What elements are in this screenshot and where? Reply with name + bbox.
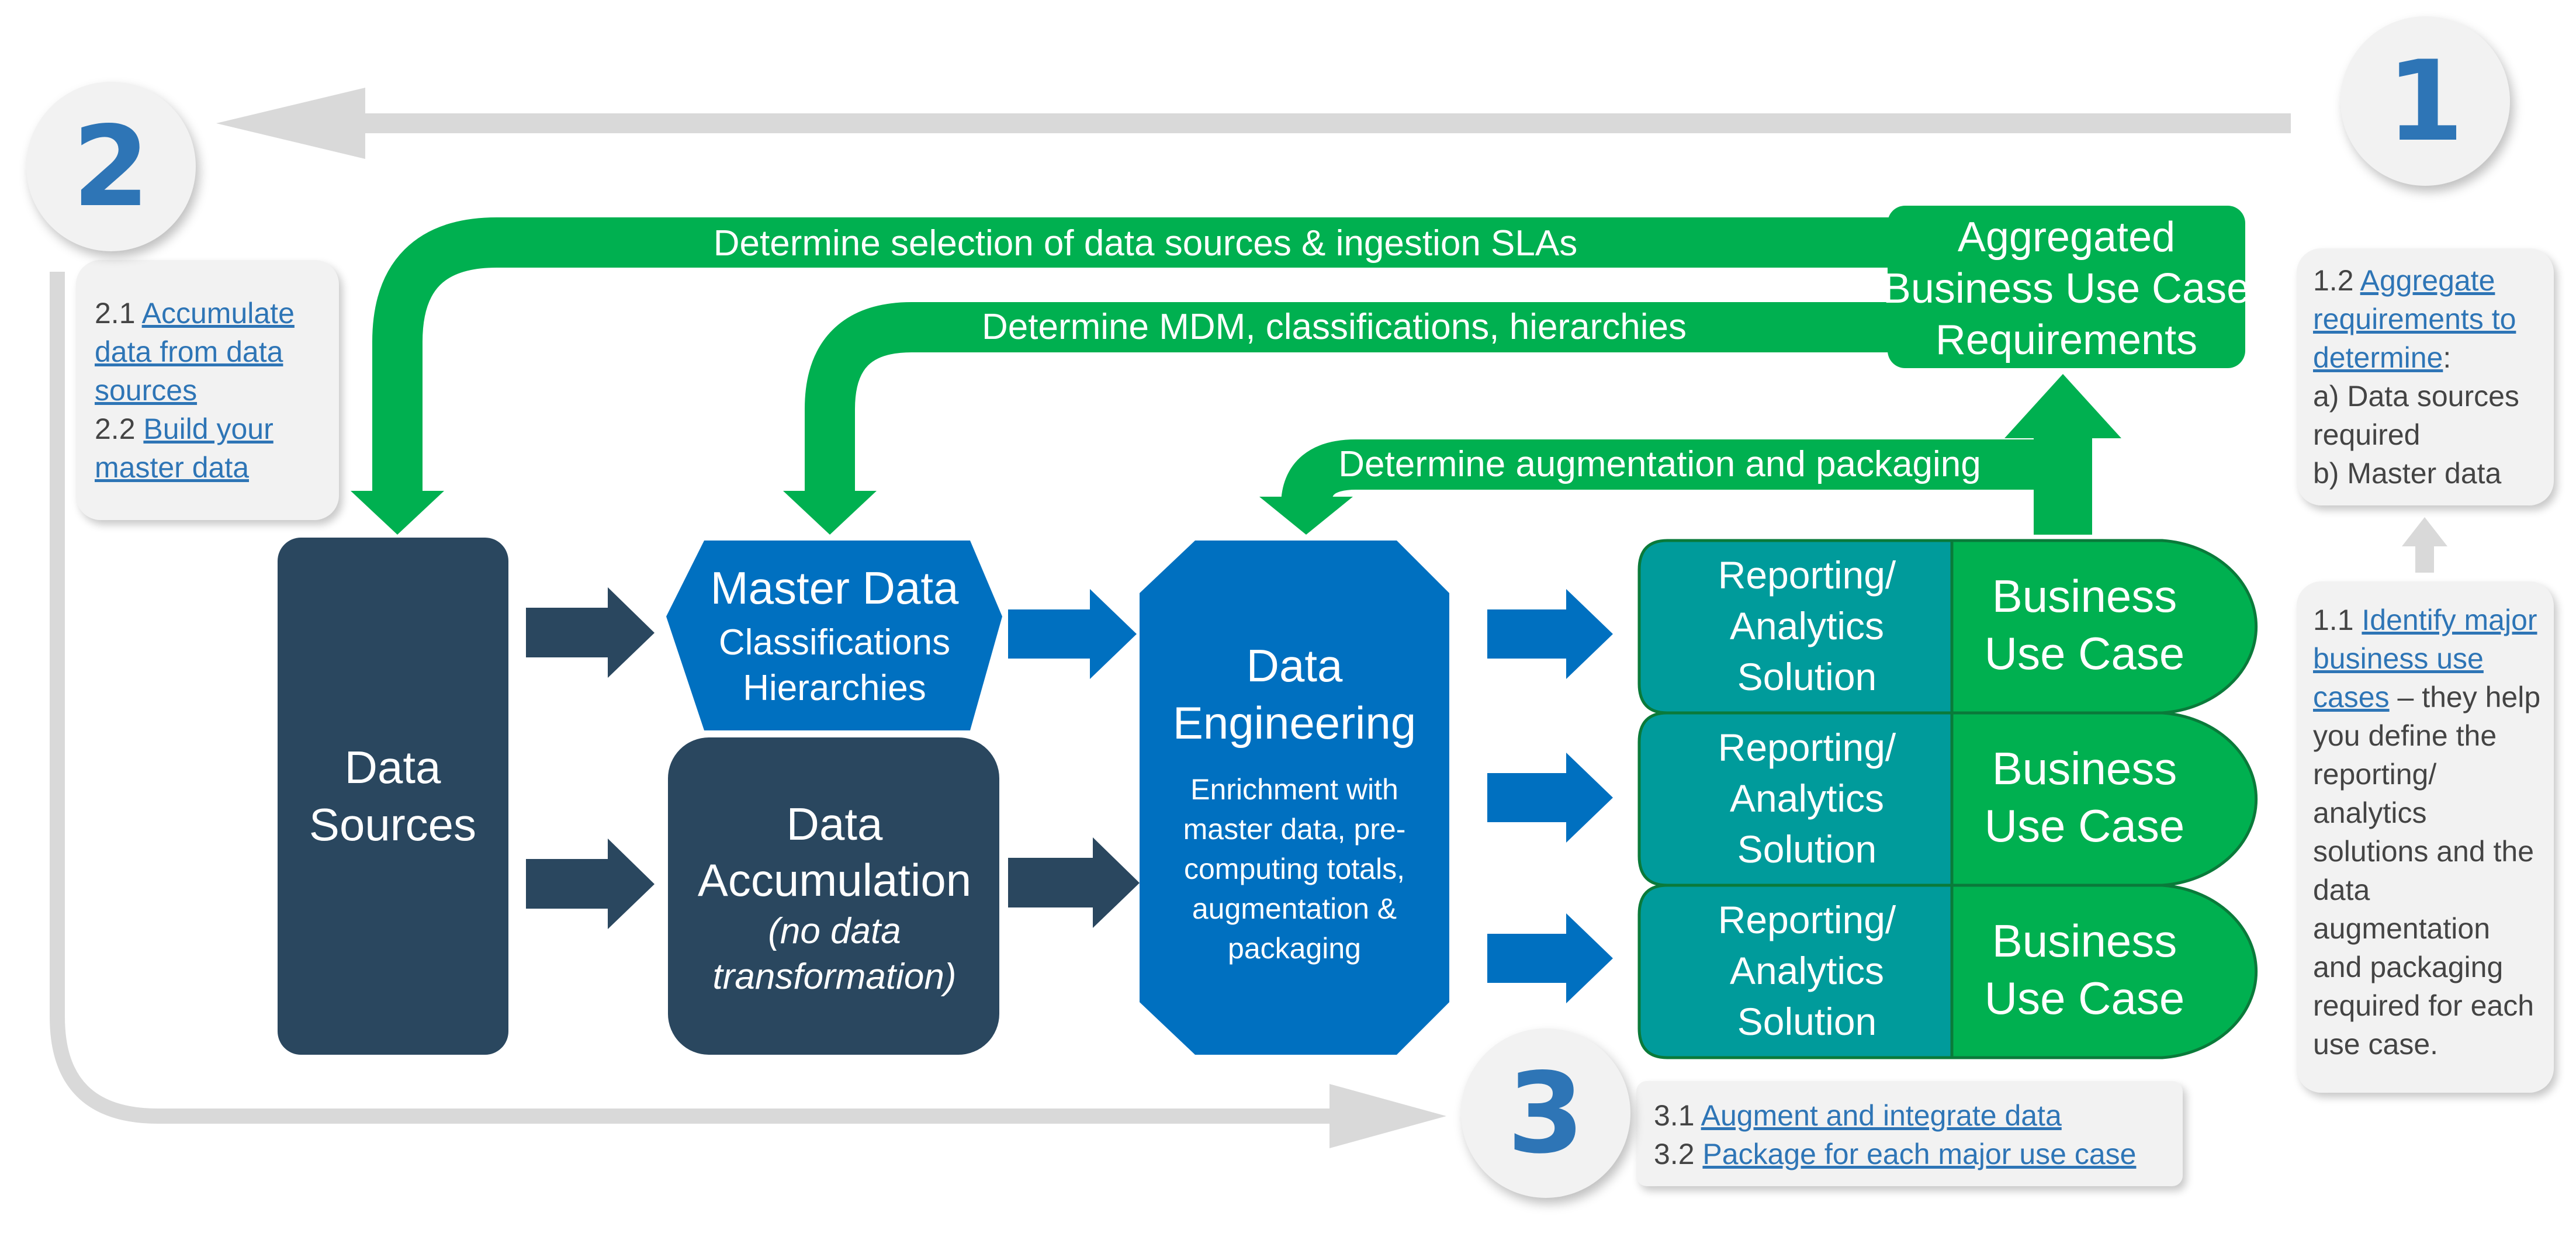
note3-item1-prefix: 3.1 bbox=[1654, 1099, 1701, 1132]
solution-row-2 bbox=[1637, 711, 2258, 887]
solution-2-text: Reporting/ Analytics Solution Business U… bbox=[1718, 726, 2184, 871]
arrow-engineering-to-solution-2 bbox=[1487, 753, 1613, 843]
solution-3-text: Reporting/ Analytics Solution Business U… bbox=[1718, 898, 2184, 1043]
use-case-1-line-2: Use Case bbox=[1985, 628, 2184, 679]
note-step-2: 2.1 Accumulate data from data sources 2.… bbox=[76, 260, 339, 520]
note11-rest: – they help you define the reporting/ an… bbox=[2313, 681, 2541, 1061]
grey-return-arrow-top bbox=[216, 88, 2291, 159]
data-engineering-box bbox=[1140, 541, 1449, 1055]
accumulation-subtitle-1: (no data bbox=[768, 911, 901, 951]
reporting-2-line-1: Reporting/ bbox=[1718, 726, 1896, 769]
engineering-body-2: master data, pre- bbox=[1183, 813, 1406, 846]
accumulation-title-1: Data bbox=[787, 798, 883, 850]
green-arrow-augmentation bbox=[1259, 439, 2069, 535]
note2-item2-prefix: 2.2 bbox=[95, 413, 144, 445]
reporting-2-line-2: Analytics bbox=[1730, 777, 1884, 820]
arrow-master-to-engineering bbox=[1008, 589, 1137, 679]
arrow-accumulation-to-engineering bbox=[1008, 837, 1140, 928]
note2-item1-prefix: 2.1 bbox=[95, 297, 142, 330]
step-2-number: 2 bbox=[72, 102, 150, 231]
label-mdm-arrow: Determine MDM, classifications, hierarch… bbox=[982, 307, 1687, 347]
data-sources-line-2: Sources bbox=[309, 799, 476, 850]
step-1-number: 1 bbox=[2386, 36, 2464, 166]
engineering-body-3: computing totals, bbox=[1184, 853, 1405, 885]
green-arrow-sources bbox=[351, 217, 1893, 535]
engineering-title-1: Data bbox=[1247, 640, 1343, 691]
note11-prefix: 1.1 bbox=[2313, 604, 2362, 636]
use-case-1-line-1: Business bbox=[1992, 570, 2177, 622]
note-step-1-1: 1.1 Identify major business use cases – … bbox=[2297, 581, 2554, 1093]
step-3-badge: 3 bbox=[1461, 1028, 1630, 1198]
link-package-use-case[interactable]: Package for each major use case bbox=[1702, 1138, 2137, 1170]
link-accumulate-data[interactable]: Accumulate data from data sources bbox=[95, 297, 295, 407]
accumulation-title-2: Accumulation bbox=[698, 854, 971, 906]
step-2-badge: 2 bbox=[26, 82, 196, 251]
use-case-2-line-2: Use Case bbox=[1985, 800, 2184, 851]
reporting-3-line-2: Analytics bbox=[1730, 949, 1884, 992]
link-aggregate-requirements[interactable]: Aggregate requirements to determine bbox=[2313, 264, 2516, 374]
engineering-body-1: Enrichment with bbox=[1190, 773, 1398, 806]
link-build-master-data[interactable]: Build your master data bbox=[95, 413, 273, 484]
note12-suffix: : bbox=[2443, 341, 2452, 374]
note12-item-b: b) Master data bbox=[2313, 457, 2502, 490]
accumulation-text: Data Accumulation (no data transformatio… bbox=[698, 798, 971, 997]
data-sources-box bbox=[278, 538, 508, 1055]
link-augment-integrate[interactable]: Augment and integrate data bbox=[1701, 1099, 2062, 1132]
arrow-engineering-to-solution-3 bbox=[1487, 913, 1613, 1003]
reporting-3-line-3: Solution bbox=[1737, 1000, 1877, 1043]
step-3-number: 3 bbox=[1507, 1048, 1585, 1178]
aggregated-line-2: Business Use Case bbox=[1883, 265, 2250, 312]
reporting-1-line-2: Analytics bbox=[1730, 604, 1884, 647]
use-case-3-line-1: Business bbox=[1992, 915, 2177, 967]
label-sources-arrow: Determine selection of data sources & in… bbox=[714, 223, 1577, 264]
reporting-3-line-1: Reporting/ bbox=[1718, 898, 1896, 941]
use-case-3-line-2: Use Case bbox=[1985, 972, 2184, 1024]
accumulation-subtitle-2: transformation) bbox=[713, 957, 957, 997]
engineering-text: Data Engineering Enrichment with master … bbox=[1173, 640, 1416, 965]
green-arrow-up bbox=[2004, 374, 2121, 535]
arrow-sources-to-master bbox=[526, 587, 655, 678]
engineering-title-2: Engineering bbox=[1173, 697, 1416, 749]
data-accumulation-box bbox=[668, 737, 999, 1055]
master-data-box bbox=[666, 541, 1002, 730]
arrow-engineering-to-solution-1 bbox=[1487, 589, 1613, 679]
green-arrow-mdm bbox=[783, 302, 1893, 535]
aggregated-requirements-box bbox=[1888, 206, 2245, 368]
grey-return-arrow-bottom bbox=[50, 272, 1446, 1148]
note-step-1-2: 1.2 Aggregate requirements to determine:… bbox=[2297, 248, 2554, 505]
master-data-text: Master Data Classifications Hierarchies bbox=[711, 562, 959, 708]
note-step-3: 3.1 Augment and integrate data 3.2 Packa… bbox=[1636, 1081, 2183, 1186]
engineering-body-4: augmentation & bbox=[1192, 892, 1397, 925]
engineering-body-5: packaging bbox=[1228, 932, 1361, 965]
arrow-sources-to-accumulation bbox=[526, 839, 655, 929]
solution-row-1 bbox=[1637, 539, 2258, 715]
use-case-2-line-1: Business bbox=[1992, 743, 2177, 794]
reporting-2-line-3: Solution bbox=[1737, 827, 1877, 871]
note12-prefix: 1.2 bbox=[2313, 264, 2360, 297]
grey-up-arrow-head bbox=[2402, 517, 2447, 546]
note3-item2-prefix: 3.2 bbox=[1654, 1138, 1703, 1170]
step-1-badge: 1 bbox=[2340, 16, 2510, 186]
reporting-1-line-3: Solution bbox=[1737, 655, 1877, 698]
data-sources-text: Data Sources bbox=[309, 742, 476, 850]
label-augmentation-arrow: Determine augmentation and packaging bbox=[1338, 444, 1981, 484]
data-sources-line-1: Data bbox=[345, 742, 441, 793]
note12-item-a: a) Data sources required bbox=[2313, 380, 2519, 451]
master-data-line-1: Classifications bbox=[719, 622, 950, 663]
aggregated-line-1: Aggregated bbox=[1958, 214, 2175, 261]
grey-up-arrow-shaft bbox=[2415, 543, 2434, 573]
solution-row-3 bbox=[1637, 884, 2258, 1059]
master-data-line-2: Hierarchies bbox=[743, 668, 926, 708]
aggregated-line-3: Requirements bbox=[1936, 317, 2197, 363]
master-data-title: Master Data bbox=[711, 562, 959, 614]
solution-1-text: Reporting/ Analytics Solution Business U… bbox=[1718, 553, 2184, 698]
reporting-1-line-1: Reporting/ bbox=[1718, 553, 1896, 597]
link-identify-use-cases[interactable]: Identify major business use cases bbox=[2313, 604, 2537, 713]
aggregated-requirements-text: Aggregated Business Use Case Requirement… bbox=[1883, 214, 2250, 363]
